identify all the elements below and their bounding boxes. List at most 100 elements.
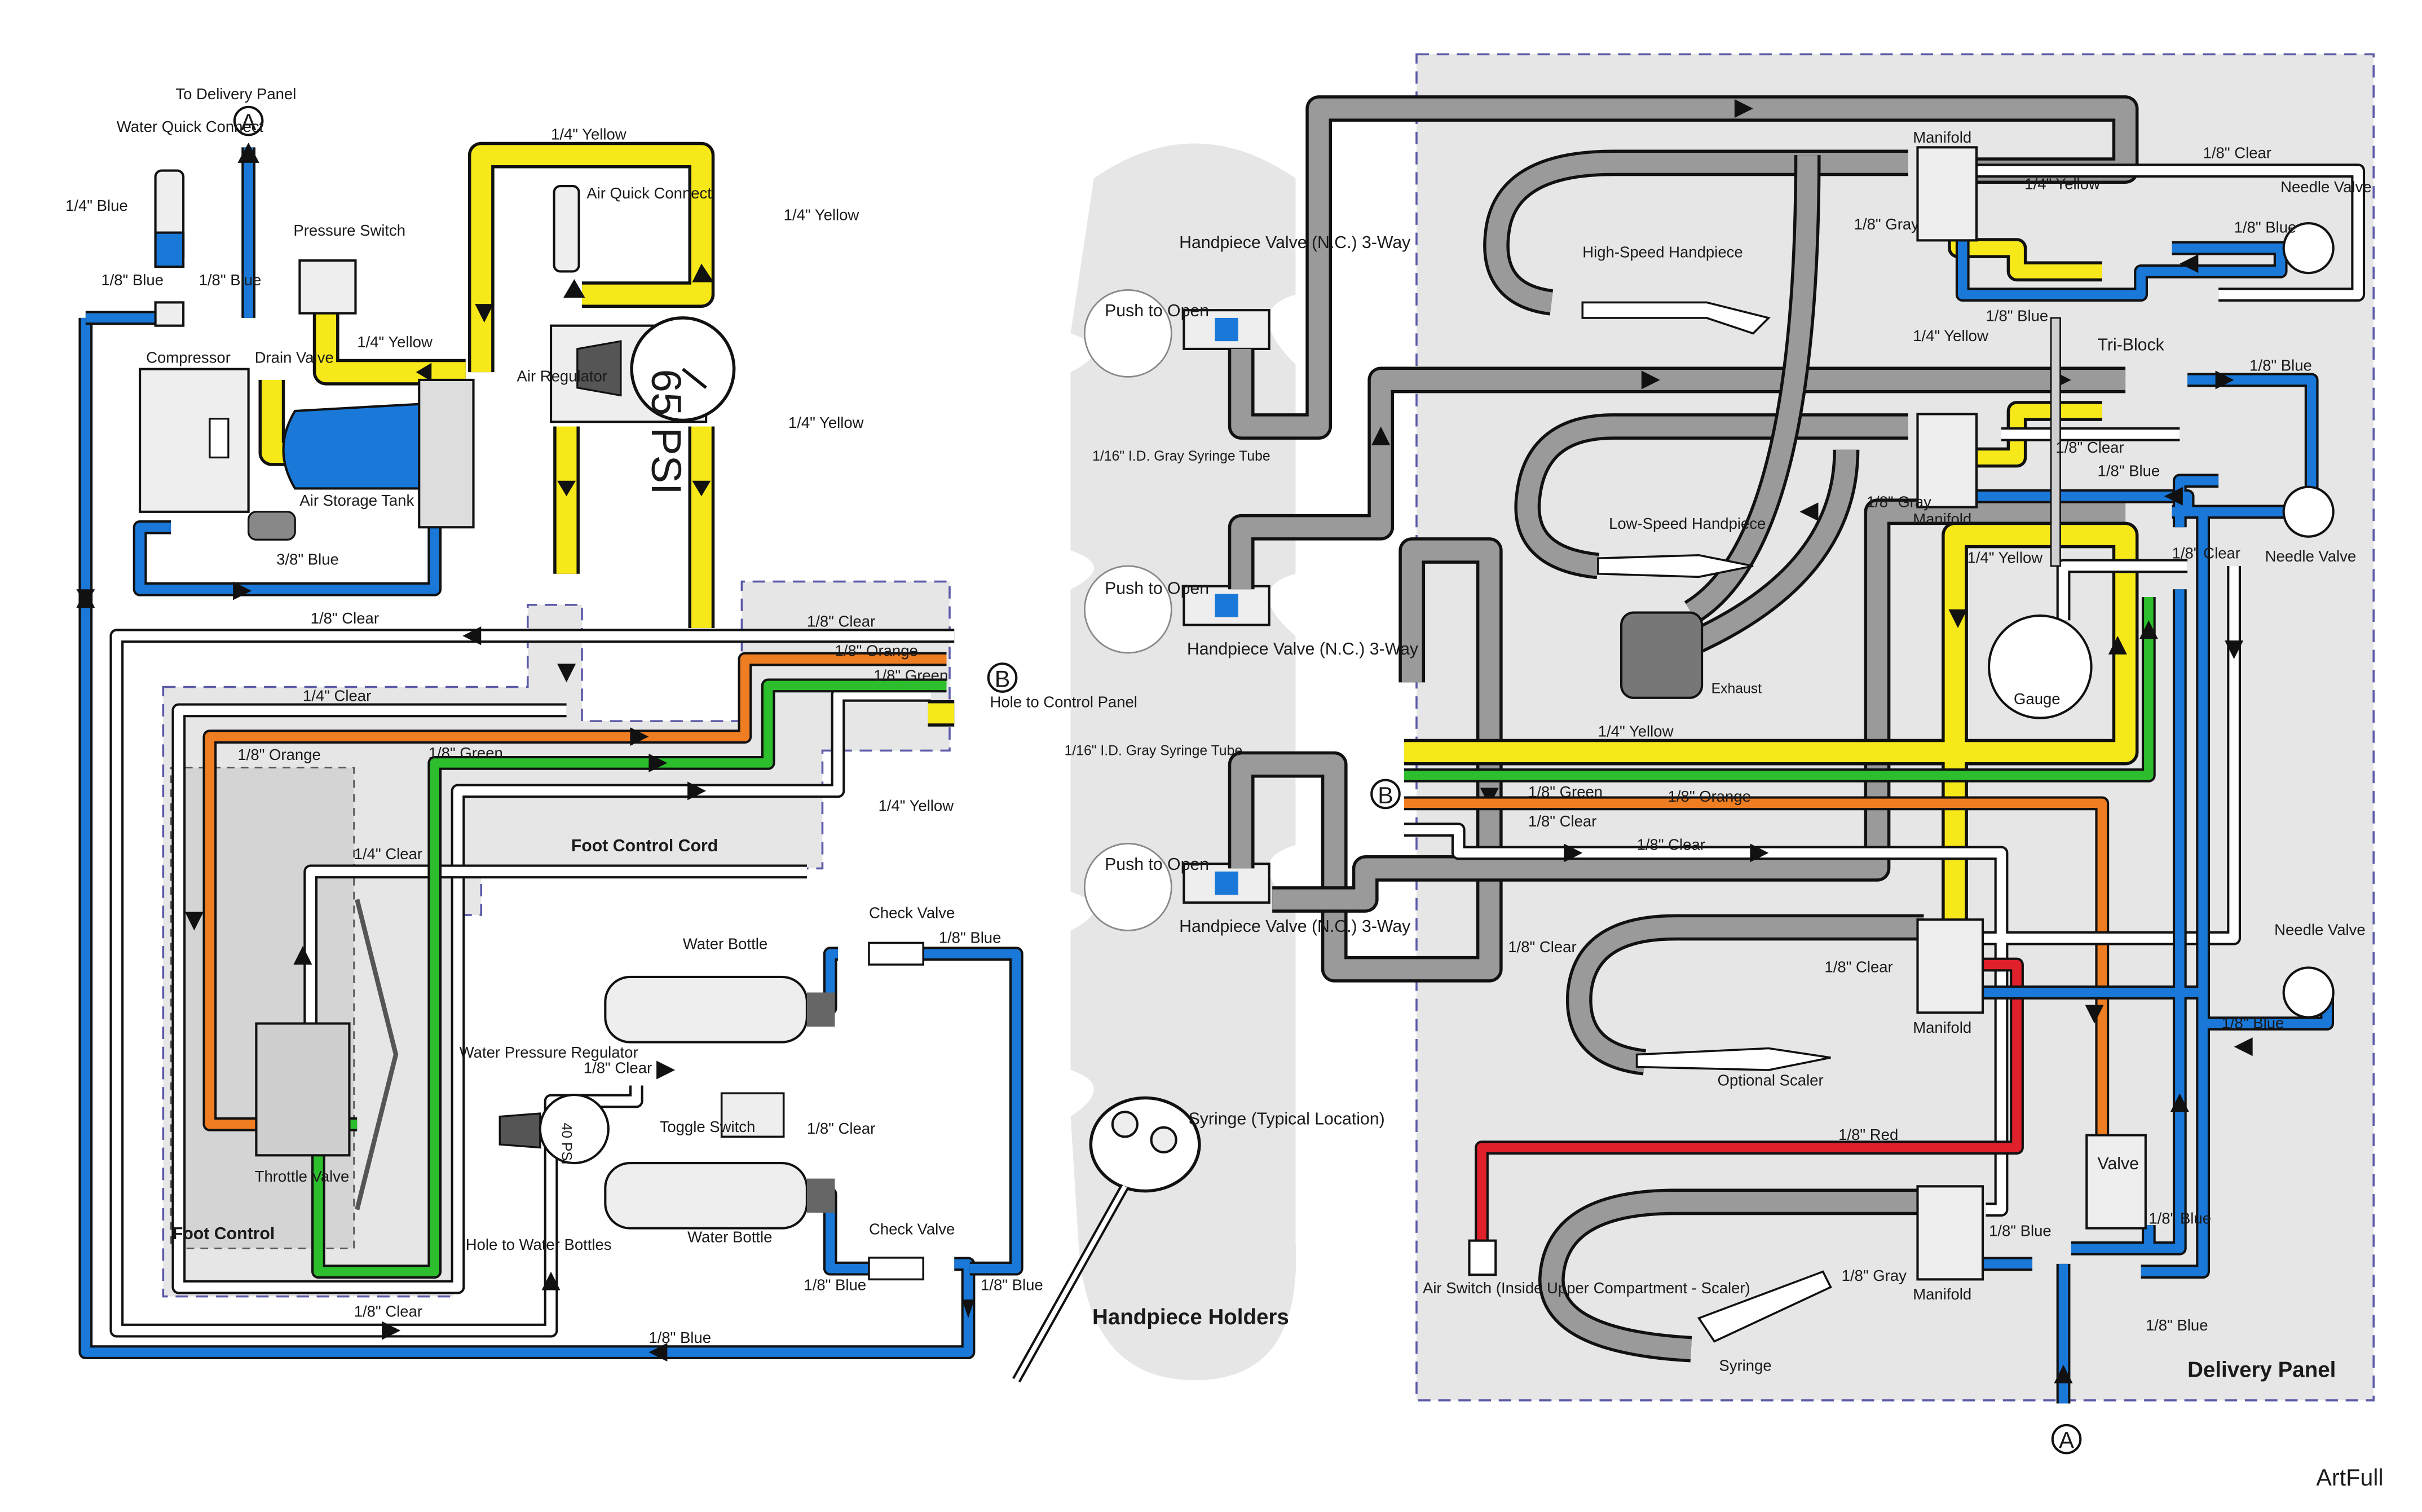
water-bottle-bottom <box>604 1162 808 1230</box>
handpiece-valve-3 <box>1183 863 1270 904</box>
label-1-8-blue-dp1: 1/8" Blue <box>2234 219 2297 236</box>
water-gauge <box>539 1093 610 1165</box>
label-1-8-blue-e: 1/8" Blue <box>981 1276 1043 1294</box>
marker-b-right-label: B <box>1378 782 1393 808</box>
label-1-8-blue-c: 1/8" Blue <box>939 929 1002 946</box>
label-pressure-switch: Pressure Switch <box>293 222 405 239</box>
label-air-regulator: Air Regulator <box>517 368 608 385</box>
handpiece-holders-region <box>1070 143 1296 1381</box>
label-syringe: Syringe <box>1719 1357 1771 1374</box>
delivery-labels: Manifold 1/8" Clear 1/4" Yellow Needle V… <box>1423 129 2372 1382</box>
air-quick-connect <box>553 185 580 273</box>
label-tri-block: Tri-Block <box>2098 336 2165 355</box>
syringe-holder-icon <box>1012 1096 1201 1383</box>
marker-a-left <box>233 105 264 136</box>
label-foot-control: Foot Control <box>173 1224 275 1243</box>
push-to-open-3 <box>1083 843 1172 931</box>
delivery-panel-region <box>1415 53 2375 1402</box>
air-storage-tank <box>282 402 436 490</box>
label-manifold-1: Manifold <box>1913 129 1971 146</box>
label-needle-valve-3: Needle Valve <box>2274 921 2366 939</box>
push-to-open-2 <box>1083 565 1172 654</box>
left-labels: To Delivery Panel Water Quick Connect 1/… <box>65 85 1137 1346</box>
label-valve-3: Handpiece Valve (N.C.) 3-Way <box>1179 917 1411 936</box>
label-1-4-yellow-a: 1/4" Yellow <box>357 333 433 351</box>
label-1-8-green-a: 1/8" Green <box>873 667 948 684</box>
handpiece-labels: Handpiece Valve (N.C.) 3-Way Push to Ope… <box>1065 233 1419 1329</box>
needle-valve-2 <box>2282 485 2335 538</box>
air-gauge-value: 65 PSI <box>643 369 690 495</box>
label-check-valve-top: Check Valve <box>869 904 955 921</box>
label-1-4-blue: 1/4" Blue <box>65 197 128 214</box>
check-valve-bottom <box>868 1257 925 1281</box>
needle-valve-1 <box>2282 222 2335 275</box>
label-water-pressure-regulator: Water Pressure Regulator <box>460 1044 638 1061</box>
label-1-8-green-b: 1/8" Green <box>429 744 503 762</box>
marker-b-left-label: B <box>995 666 1011 692</box>
label-push-2: Push to Open <box>1105 580 1209 598</box>
label-needle-valve-2: Needle Valve <box>2265 547 2357 565</box>
syringe-handpiece <box>1697 1270 1832 1343</box>
label-1-8-clear-b: 1/8" Clear <box>807 612 875 630</box>
label-1-8-blue-dp7: 1/8" Blue <box>2149 1209 2211 1227</box>
label-air-storage-tank: Air Storage Tank <box>299 492 414 509</box>
label-1-8-blue-a: 1/8" Blue <box>101 271 164 289</box>
label-exhaust: Exhaust <box>1711 682 1762 697</box>
label-3-8-blue: 3/8" Blue <box>276 550 339 568</box>
label-1-8-blue-dp5: 1/8" Blue <box>2222 1014 2284 1032</box>
exhaust <box>1620 611 1704 699</box>
label-water-bottle-top: Water Bottle <box>683 935 767 952</box>
label-low-speed-handpiece: Low-Speed Handpiece <box>1609 515 1766 532</box>
label-1-8-clear-e: 1/8" Clear <box>354 1302 422 1320</box>
label-1-4-yellow-dp2: 1/4" Yellow <box>1913 327 1988 344</box>
label-1-8-clear-dp3: 1/8" Clear <box>2172 544 2240 562</box>
label-1-8-gray-dp1: 1/8" Gray <box>1854 215 1919 233</box>
label-1-8-clear-dp7: 1/8" Clear <box>1824 958 1892 976</box>
label-gauge: Gauge <box>2014 690 2061 708</box>
label-1-8-orange-a: 1/8" Orange <box>835 642 917 660</box>
label-manifold-4: Manifold <box>1913 1285 1971 1303</box>
label-check-valve-bottom: Check Valve <box>869 1221 955 1238</box>
label-1-8-orange-dp: 1/8" Orange <box>1668 788 1751 805</box>
manifold-3 <box>1916 918 1984 1014</box>
toggle-switch <box>720 1092 785 1138</box>
water-bottle-top <box>604 975 808 1044</box>
watermark: ArtFull <box>2316 1465 2383 1491</box>
push-to-open-1 <box>1083 289 1172 378</box>
handpiece-valve-2 <box>1183 585 1270 626</box>
label-1-8-clear-c: 1/8" Clear <box>584 1059 652 1077</box>
label-water-bottle-bottom: Water Bottle <box>687 1228 772 1245</box>
needle-valve-3 <box>2282 966 2335 1019</box>
compressor <box>139 368 250 513</box>
label-1-8-blue-d: 1/8" Blue <box>804 1276 866 1294</box>
label-1-4-yellow-dp3: 1/4" Yellow <box>1967 549 2043 567</box>
label-1-4-yellow-b: 1/4" Yellow <box>784 206 859 224</box>
handpiece-holders <box>1012 289 1270 1383</box>
label-1-8-blue-f: 1/8" Blue <box>648 1329 711 1346</box>
label-1-8-clear-dp5: 1/8" Clear <box>1637 835 1705 853</box>
label-1-8-blue-dp6: 1/8" Blue <box>1989 1222 2052 1239</box>
throttle-valve <box>255 1022 351 1157</box>
label-syringe-tube-b: 1/16" I.D. Gray Syringe Tube <box>1065 744 1243 759</box>
label-1-8-clear-dp4: 1/8" Clear <box>1528 812 1596 830</box>
check-valve-top <box>868 941 925 966</box>
high-speed-handpiece <box>1581 301 1771 335</box>
label-toggle-switch: Toggle Switch <box>660 1118 756 1135</box>
label-push-3: Push to Open <box>1105 855 1209 874</box>
markers: A B B A <box>233 105 2082 1454</box>
label-handpiece-holders: Handpiece Holders <box>1092 1305 1289 1329</box>
marker-b-right <box>1370 779 1401 810</box>
air-switch <box>1468 1239 1497 1276</box>
left-components: 65 PSI 40 PSI <box>139 169 925 1281</box>
label-foot-control-cord: Foot Control Cord <box>571 837 718 855</box>
label-compressor: Compressor <box>146 349 231 366</box>
label-1-8-clear-dp6: 1/8" Clear <box>1508 938 1576 956</box>
label-delivery-panel: Delivery Panel <box>2187 1358 2336 1382</box>
label-1-8-gray-dp2: 1/8" Gray <box>1867 493 1931 511</box>
label-drain-valve: Drain Valve <box>255 349 334 366</box>
label-1-8-blue-dp8: 1/8" Blue <box>2146 1316 2208 1334</box>
label-1-8-clear-dp1: 1/8" Clear <box>2203 144 2271 162</box>
label-valve: Valve <box>2098 1155 2139 1173</box>
label-1-8-green-dp: 1/8" Green <box>1528 783 1603 801</box>
label-to-delivery-panel: To Delivery Panel <box>175 85 296 103</box>
